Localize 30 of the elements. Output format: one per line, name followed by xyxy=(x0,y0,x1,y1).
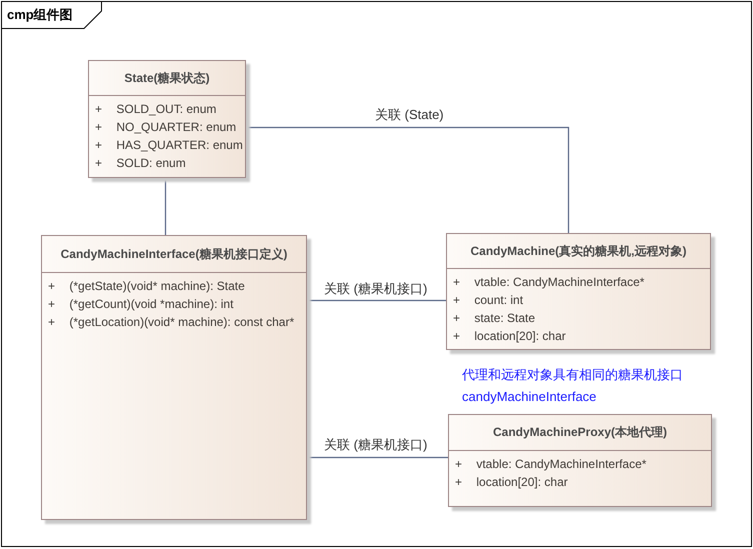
member-text: + vtable: CandyMachineInterface* xyxy=(453,274,644,291)
frame-title: cmp组件图 xyxy=(7,7,73,23)
association-line xyxy=(307,456,448,458)
member-text: + NO_QUARTER: enum xyxy=(95,119,236,136)
class-box xyxy=(88,60,246,178)
member-text: + SOLD: enum xyxy=(95,155,186,172)
class-box xyxy=(446,233,711,350)
member-text: + location[20]: char xyxy=(455,474,568,491)
member-text: + (*getState)(void* machine): State xyxy=(48,278,245,295)
member-text: + (*getCount)(void *machine): int xyxy=(48,296,234,313)
member-text: + SOLD_OUT: enum xyxy=(95,101,216,118)
class-box xyxy=(41,235,307,520)
association-line xyxy=(307,300,446,302)
member-text: + count: int xyxy=(453,292,524,309)
member-text: + vtable: CandyMachineInterface* xyxy=(455,456,646,473)
member-text: + state: State xyxy=(453,310,536,327)
edge-label: 关联 (糖果机接口) xyxy=(323,281,428,297)
association-line xyxy=(164,178,166,235)
class-box xyxy=(448,414,712,507)
class-name: CandyMachineInterface(糖果机接口定义) xyxy=(60,246,288,262)
note-text: 代理和远程对象具有相同的糖果机接口 candyMachineInterface xyxy=(462,366,684,406)
class-name: CandyMachineProxy(本地代理) xyxy=(492,424,668,441)
member-text: + HAS_QUARTER: enum xyxy=(95,137,243,154)
class-name: CandyMachine(真实的糖果机,远程对象) xyxy=(470,242,686,260)
member-text: + (*getLocation)(void* machine): const char* xyxy=(48,314,294,331)
member-text: + location[20]: char xyxy=(453,328,566,345)
edge-label: 关联 (State) xyxy=(374,107,445,123)
edge-label: 关联 (糖果机接口) xyxy=(323,437,428,453)
class-name: State(糖果状态) xyxy=(124,70,210,86)
association-line xyxy=(246,126,570,233)
